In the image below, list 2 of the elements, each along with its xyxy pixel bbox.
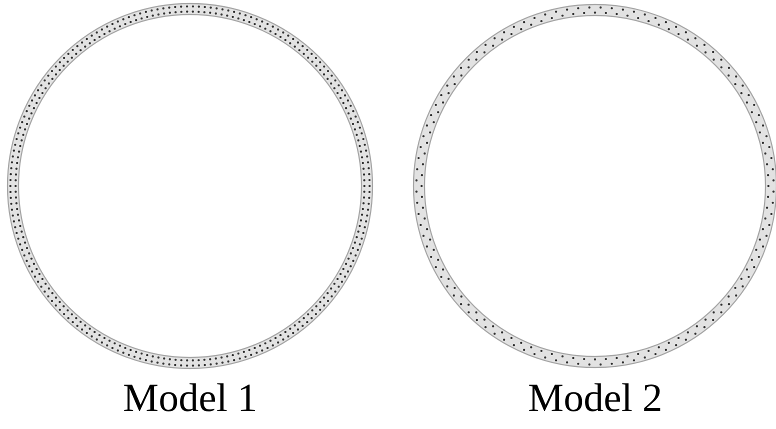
model-caption: Model 1 bbox=[123, 378, 258, 418]
model-caption: Model 2 bbox=[528, 378, 662, 418]
